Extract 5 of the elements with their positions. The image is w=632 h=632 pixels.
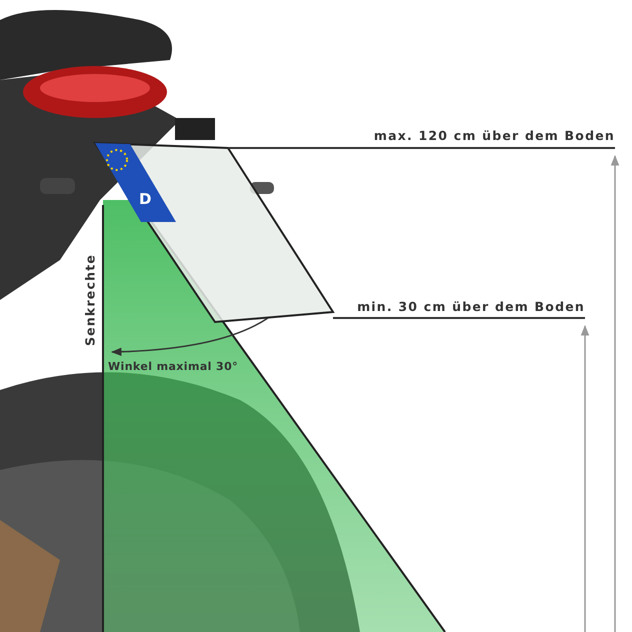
height-note: max. 120 cm über dem Boden [374, 128, 615, 143]
axis-label: Senkrechte [82, 254, 98, 346]
height-note: min. 30 cm über dem Boden [357, 299, 585, 314]
angle-note: Winkel maximal 30° [108, 360, 238, 373]
country-letter: D [139, 190, 152, 208]
